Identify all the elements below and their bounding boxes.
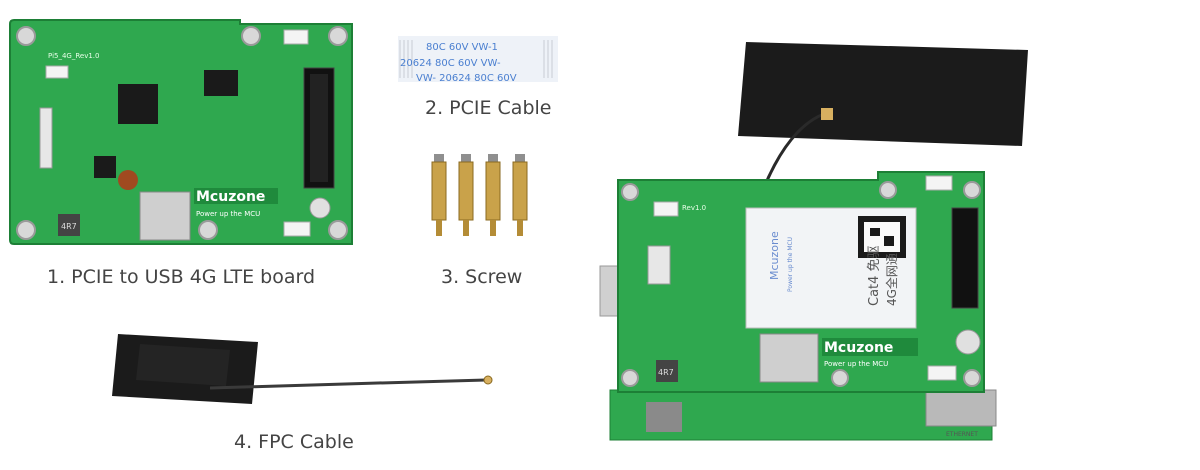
caption-board: 1. PCIE to USB 4G LTE board [47,266,316,288]
module-tagline: Power up the MCU [787,237,794,292]
assembly-revision-label: Rev1.0 [682,204,706,212]
caption-pcie-cable: 2. PCIE Cable [425,97,552,119]
assembly-logo: Mcuzone [824,340,893,356]
pcie-cable-photo: 80C 60V VW-1 20624 80C 60V VW- VW- 20624… [398,36,558,84]
board-photo: 4R7 Pi5_4G_Rev1.0 Mcuzone Power up the M… [8,18,353,248]
standoff-screw-2 [458,154,474,236]
assembly-photo: Mcuzone Power up the MCU Cat4 免驱 4G全网通 4… [596,40,1036,450]
fpc-cable-photo [110,328,500,408]
caption-fpc-cable: 4. FPC Cable [234,431,354,453]
caption-screw: 3. Screw [441,266,523,288]
assembly-tagline: Power up the MCU [824,360,888,368]
cable-print-line1: 80C 60V VW-1 [426,42,498,53]
standoff-screw-4 [512,154,528,236]
board-revision-label: Pi5_4G_Rev1.0 [48,52,99,60]
board-inductor-label: 4R7 [61,222,77,231]
board-logo: Mcuzone [196,189,265,205]
cable-print-line2: 20624 80C 60V VW- [400,58,501,69]
module-brand: Mcuzone [768,231,781,280]
standoff-screw-1 [431,154,447,236]
assembly-port-label: ETHERNET [946,431,978,438]
module-model: Cat4 免驱 [867,245,882,306]
cable-print-line3: VW- 20624 80C 60V [416,73,517,82]
assembly-inductor-label: 4R7 [658,368,674,377]
standoff-screw-3 [485,154,501,236]
board-tagline: Power up the MCU [196,210,260,218]
module-net: 4G全网通 [884,253,899,306]
screws-photo [426,152,536,238]
